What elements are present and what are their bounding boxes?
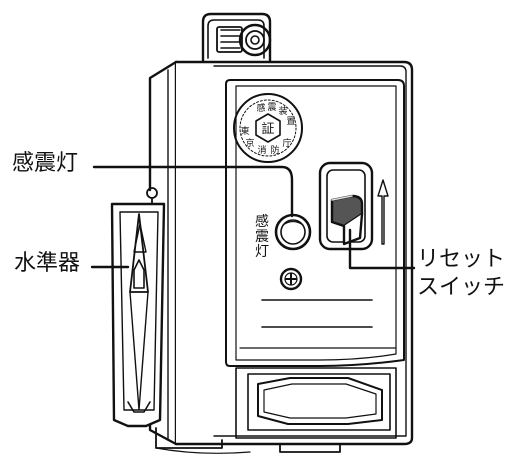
- bottom-handle: [235, 367, 397, 439]
- seal-text-4: 置: [286, 116, 295, 127]
- seal-text-1: 感: [256, 102, 265, 114]
- seal-text-2: 震: [267, 102, 276, 113]
- seal-text-5: 東: [240, 125, 249, 137]
- seal-text-6: 京: [245, 137, 254, 149]
- reset-switch-label: リセット スイッチ: [417, 246, 505, 302]
- device-front-panel: [155, 60, 414, 454]
- level-label: 水準器: [14, 251, 81, 276]
- seal-text-center: 証: [261, 122, 274, 137]
- bracket-screw: [238, 23, 272, 57]
- reset-switch-label-line2: スイッチ: [417, 275, 506, 300]
- reset-switch-label-line1: リセット: [417, 247, 506, 272]
- panel-lamp-char-3: 灯: [255, 244, 269, 260]
- certification-seal: [233, 93, 303, 163]
- callout-leaders: [90, 165, 416, 270]
- panel-screw-icon: [279, 267, 303, 291]
- seal-text-8: 防: [270, 144, 279, 156]
- up-arrow-icon: [377, 179, 389, 245]
- seal-text-3: 装: [278, 105, 287, 117]
- panel-lamp-char-2: 震: [255, 229, 269, 245]
- panel-lamp-char-1: 感: [255, 213, 269, 230]
- mounting-bracket: [201, 12, 272, 68]
- sensor-lamp-label: 感震灯: [12, 151, 79, 176]
- seal-text-7: 消: [257, 144, 266, 156]
- panel-lines: [239, 299, 397, 349]
- spirit-level: [110, 187, 166, 428]
- seal-text-9: 庁: [282, 137, 291, 149]
- reset-switch-lever: [330, 194, 364, 246]
